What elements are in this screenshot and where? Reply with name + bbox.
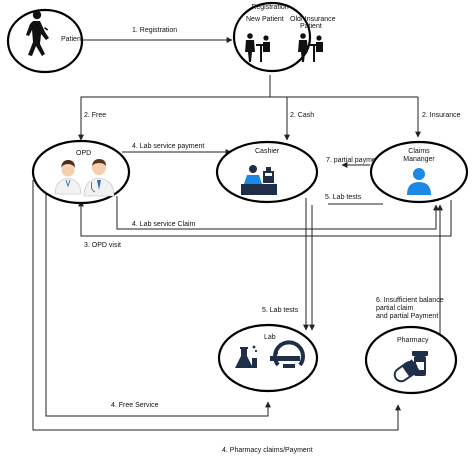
node-label-cashier: Cashier bbox=[255, 148, 280, 155]
edge-lab-service-claim bbox=[116, 196, 439, 230]
node-label-registration: Registration bbox=[251, 4, 288, 11]
edge-pharmacy-claims bbox=[32, 180, 401, 431]
edge-label-insufficient-3: and partial Payment bbox=[376, 313, 438, 320]
edge-label-insufficient-2: partial claim bbox=[376, 305, 414, 312]
edges: 1. Registration 2. Free 2. Cash 2. Insur… bbox=[32, 27, 461, 454]
node-opd: OPD bbox=[31, 139, 131, 205]
edge-free-service bbox=[45, 180, 271, 417]
node-pharmacy: Pharmacy bbox=[364, 325, 458, 395]
node-patient: Patient bbox=[6, 8, 84, 74]
node-lab: Lab bbox=[217, 323, 319, 393]
node-label-claims-2: Mananger bbox=[403, 156, 435, 163]
edge-label-lab-tests: 5. Lab tests bbox=[262, 307, 299, 314]
node-label-claims-1: Claims bbox=[408, 148, 430, 155]
registration-desk-icon bbox=[245, 33, 323, 62]
edge-label-pharmacy-claims: 4. Pharmacy claims/Payment bbox=[222, 447, 313, 454]
pill-bottle-icon bbox=[393, 351, 428, 383]
edge-label-free-service: 4. Free Service bbox=[111, 402, 159, 409]
node-claims-manager: Claims Mananger bbox=[369, 140, 469, 204]
mri-scanner-icon bbox=[270, 340, 305, 368]
node-cashier: Cashier bbox=[215, 140, 319, 204]
node-label-lab: Lab bbox=[264, 334, 276, 341]
person-walking-icon bbox=[26, 10, 49, 56]
node-registration: Registration New Patient Old/ Insurance … bbox=[232, 1, 336, 73]
edge-label-free: 2. Free bbox=[84, 112, 106, 119]
edge-label-partial-payment: 7. partial payment bbox=[326, 157, 382, 164]
node-label-new-patient: New Patient bbox=[246, 16, 284, 23]
edge-label-opd-visit: 3. OPD visit bbox=[84, 242, 121, 249]
node-label-old-patient-1: Old/ Insurance bbox=[290, 16, 336, 23]
edge-label-cash: 2. Cash bbox=[290, 112, 314, 119]
edge-label-insufficient-1: 6. Insufficient balance bbox=[376, 297, 444, 304]
node-label-patient: Patient bbox=[61, 36, 83, 43]
edge-label-lab-service-payment: 4. Lab service payment bbox=[132, 143, 204, 150]
node-label-opd: OPD bbox=[76, 150, 91, 157]
edge-label-registration: 1. Registration bbox=[132, 27, 177, 34]
doctor-icon bbox=[54, 159, 115, 197]
edge-free bbox=[78, 75, 271, 141]
edge-label-insurance: 2. Insurance bbox=[422, 112, 461, 119]
edge-label-lab-service-claim: 4. Lab service Claim bbox=[132, 221, 196, 228]
edge-opd-visit bbox=[78, 200, 452, 237]
edge-label-lab-tests-right: 5. Lab tests bbox=[325, 194, 362, 201]
cashier-icon bbox=[241, 165, 277, 195]
node-label-old-patient-2: Patient bbox=[300, 23, 322, 30]
node-label-pharmacy: Pharmacy bbox=[397, 337, 429, 344]
user-avatar-icon bbox=[407, 168, 431, 195]
lab-flask-icon bbox=[235, 345, 258, 368]
